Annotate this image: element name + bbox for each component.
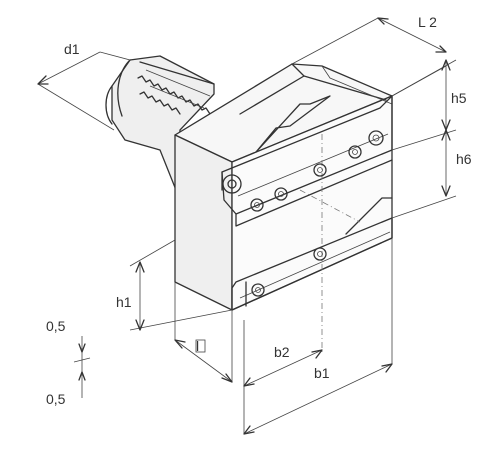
top-step [255,95,331,153]
left-face [174,134,233,311]
dimension-b2: b2 [243,320,323,434]
screw-icon [274,187,288,201]
screw-icon [251,283,265,297]
diag-center-line [299,189,361,223]
label-tol-lower: 0,5 [46,391,66,407]
holder-body [174,63,393,352]
label-L2: L 2 [418,14,437,30]
dimension-h5-h6: h5 h6 [391,59,472,219]
screw-icon [250,198,264,212]
dimension-b1: b1 [243,238,393,435]
label-l-box [195,339,206,353]
label-h6: h6 [456,151,472,167]
shank [105,55,215,191]
screw-icon [348,145,362,159]
label-b1: b1 [314,365,330,381]
screw-icon [368,130,384,146]
screw-icon [313,247,327,261]
label-d1: d1 [64,41,80,57]
screw-icon [222,174,242,194]
dimension-l: l [174,282,233,383]
screw-icon-group [222,130,384,297]
label-h1: h1 [116,294,132,310]
dimension-d1: d1 [37,41,131,131]
label-h5: h5 [451,90,467,106]
label-l: l [196,338,199,354]
serration-teeth [137,61,215,115]
screw-icon [313,163,327,177]
lower-clamp-rail [231,217,393,311]
tolerance-marker: 0,5 0,5 [46,318,91,407]
label-b2: b2 [274,344,290,360]
label-tol-upper: 0,5 [46,318,66,334]
dimension-h1: h1 [116,239,233,331]
